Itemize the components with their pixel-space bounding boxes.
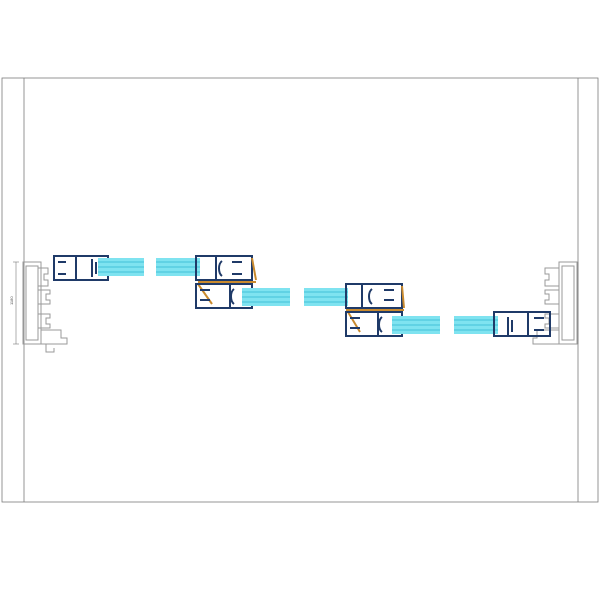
sash-glazing-strip-2 (156, 258, 200, 276)
sash-profile-2 (195, 255, 253, 281)
sash-glazing-strip-4 (304, 288, 348, 306)
left-frame-profile (22, 261, 68, 353)
sash-glazing-strip-1 (98, 258, 144, 276)
sash-glazing-strip-3 (242, 288, 290, 306)
left-dimension-line (13, 261, 19, 345)
sash-glazing-strip-6 (454, 316, 498, 334)
sheet-border (1, 77, 599, 503)
right-frame-profile (532, 261, 578, 345)
sash-profile-4 (345, 283, 403, 309)
dimension-label: 1180 (9, 296, 14, 305)
sash-glazing-strip-5 (392, 316, 440, 334)
sash-profile-6 (493, 311, 551, 337)
